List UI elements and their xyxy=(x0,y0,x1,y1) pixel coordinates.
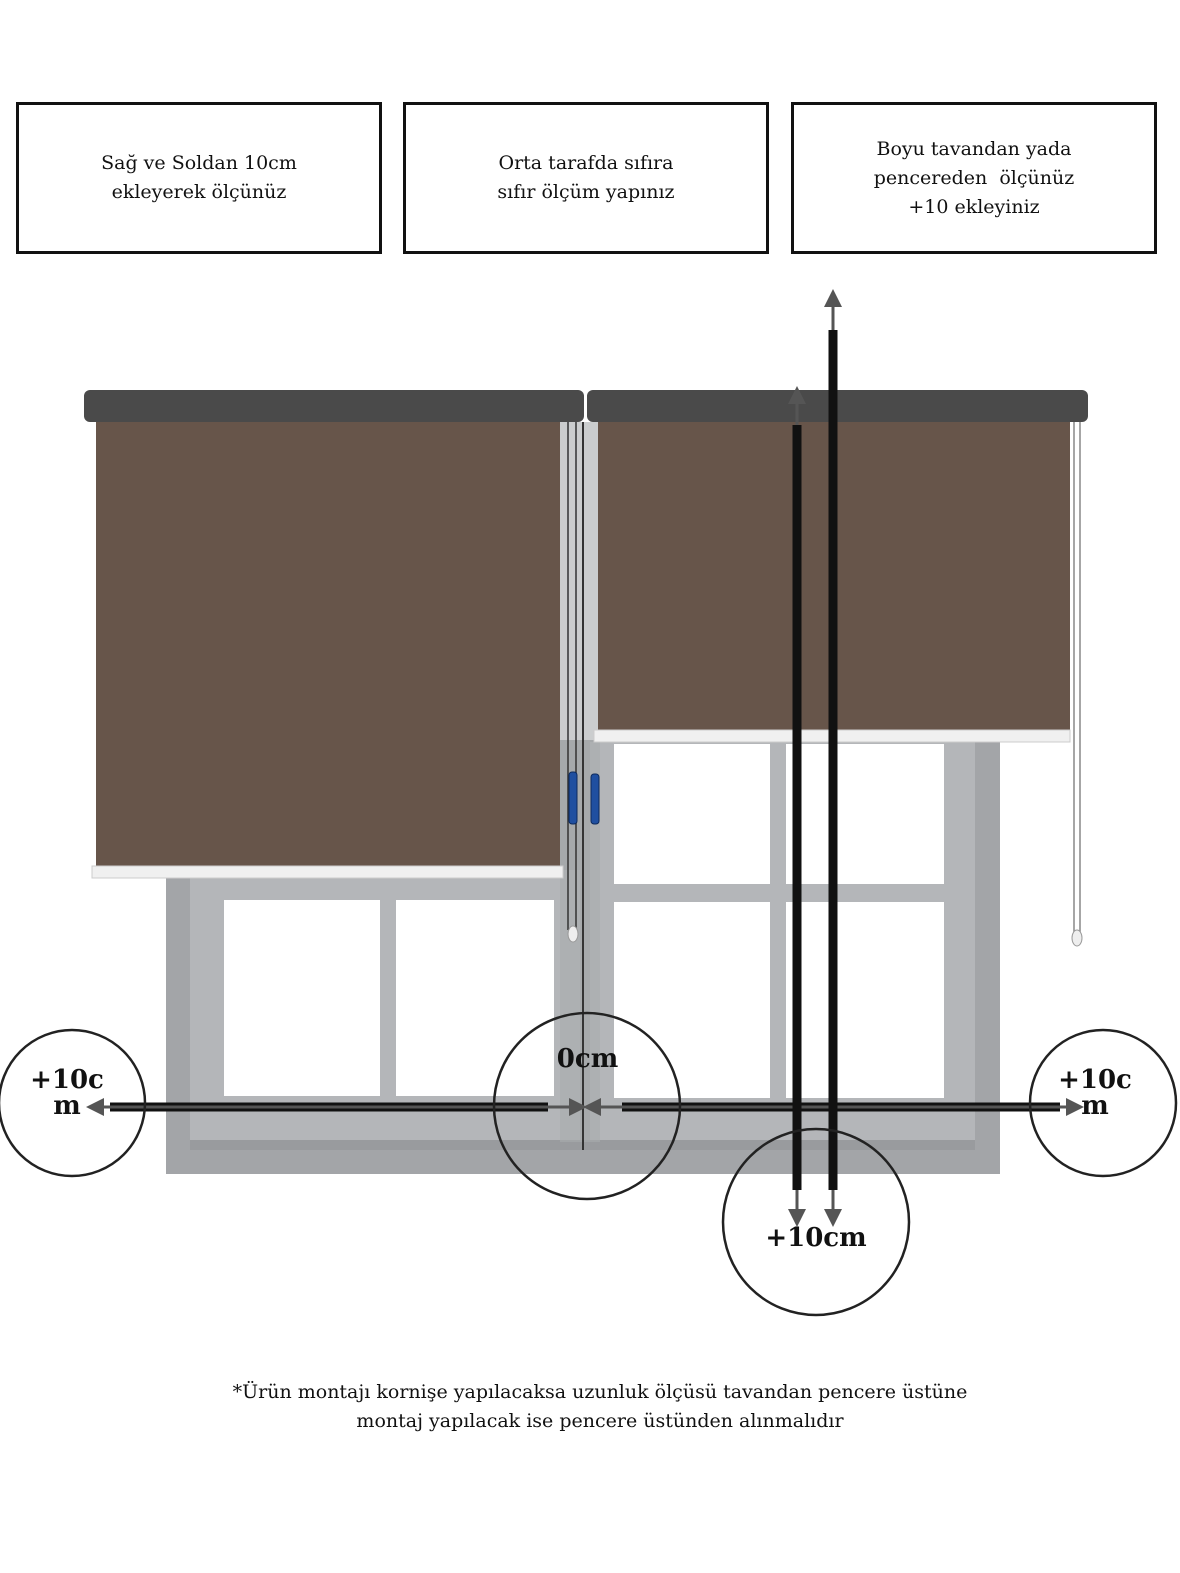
center-measure-label: 0cm xyxy=(556,1044,619,1074)
label-line: +10c xyxy=(1058,1065,1132,1095)
bottom-measure-label: +10cm xyxy=(765,1223,867,1253)
instruction-text: Boyu tavandan yada xyxy=(876,137,1072,160)
footnote-line: *Ürün montajı kornişe yapılacaksa uzunlu… xyxy=(232,1381,968,1403)
instruction-text: Orta tarafda sıfıra xyxy=(498,152,674,174)
label-line: +10c xyxy=(30,1065,104,1095)
footnote-line: montaj yapılacak ise pencere üstünden al… xyxy=(356,1410,844,1432)
left-roller-blind xyxy=(84,390,584,943)
right-measure-circle xyxy=(1028,1028,1178,1178)
instruction-text: pencereden ölçünüz xyxy=(873,166,1075,189)
footnote: *Ürün montajı kornişe yapılacaksa uzunlu… xyxy=(0,1378,1180,1436)
instruction-text: Sağ ve Soldan 10cm xyxy=(101,152,297,174)
instruction-box-center: Orta tarafda sıfıra sıfır ölçüm yapınız xyxy=(403,102,769,254)
left-measure-circle xyxy=(0,1028,147,1178)
label-line: m xyxy=(53,1091,81,1121)
instruction-text: +10 ekleyiniz xyxy=(908,195,1040,218)
instruction-text: sıfır ölçüm yapınız xyxy=(497,181,675,203)
right-measure-label: +10c m xyxy=(1050,1067,1140,1119)
measurement-arrows xyxy=(86,289,1084,1227)
bottom-measure-circle xyxy=(721,1127,911,1317)
label-line: m xyxy=(1081,1091,1109,1121)
center-measure-circle xyxy=(492,1011,682,1201)
instruction-box-height: Boyu tavandan yada pencereden ölçünüz +1… xyxy=(791,102,1157,254)
instruction-text: ekleyerek ölçünüz xyxy=(111,181,287,203)
left-measure-label: +10c m xyxy=(22,1067,112,1119)
window-handle-icon xyxy=(568,771,600,825)
instruction-box-width: Sağ ve Soldan 10cm ekleyerek ölçünüz xyxy=(16,102,382,254)
